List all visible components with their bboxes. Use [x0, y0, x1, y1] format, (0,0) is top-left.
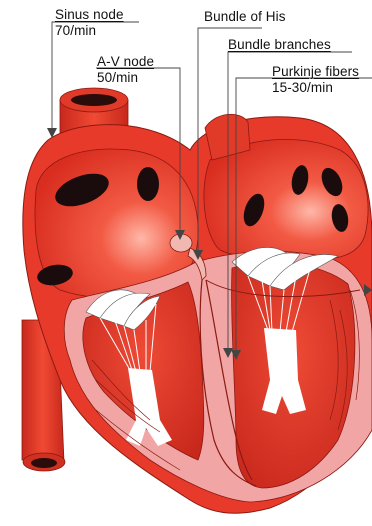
label-av-node: A-V node 50/min [97, 54, 154, 86]
label-bundle-of-his-name: Bundle of His [204, 9, 286, 25]
label-purkinje-fibers-name: Purkinje fibers [272, 64, 359, 80]
left-atrium [204, 139, 368, 259]
label-purkinje-fibers: Purkinje fibers 15-30/min [272, 64, 359, 96]
label-av-node-rate: 50/min [97, 70, 154, 86]
label-sinus-node-name: Sinus node [55, 7, 124, 23]
label-sinus-node: Sinus node 70/min [55, 7, 124, 39]
label-av-node-name: A-V node [97, 54, 154, 70]
label-bundle-branches-name: Bundle branches [228, 37, 331, 53]
label-purkinje-fibers-rate: 15-30/min [272, 80, 359, 96]
label-bundle-branches: Bundle branches [228, 37, 331, 53]
label-bundle-of-his: Bundle of His [204, 9, 286, 25]
label-sinus-node-rate: 70/min [55, 23, 124, 39]
